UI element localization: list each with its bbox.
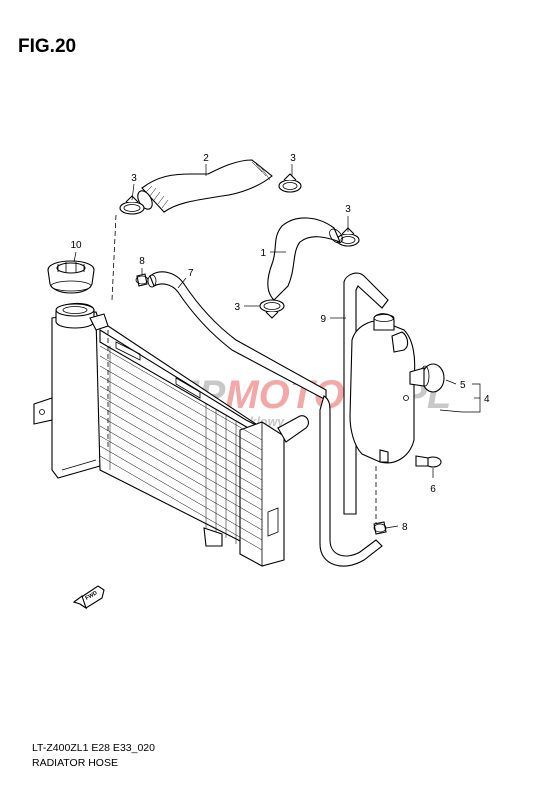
section-name: RADIATOR HOSE: [32, 757, 118, 769]
callout-8-lower: 8: [402, 522, 408, 533]
callout-4: 4: [484, 394, 490, 405]
radiator-cap: [47, 260, 95, 294]
clip-8-upper: [135, 273, 149, 287]
fwd-arrow-icon: FWD: [72, 585, 105, 610]
hose-2: [137, 159, 273, 213]
callout-3-mid-right: 3: [345, 204, 351, 215]
callout-9: 9: [320, 314, 326, 325]
callout-7: 7: [188, 268, 194, 279]
callout-3-upper-right: 3: [290, 153, 296, 164]
clamp-3-lower: [259, 299, 285, 319]
reservoir-cap: [409, 363, 445, 393]
reservoir-tank: [349, 313, 416, 464]
leader-lines: [73, 164, 481, 529]
clamp-3-upper-right: [278, 173, 302, 193]
callout-2: 2: [203, 153, 209, 164]
clip-8-lower: [373, 521, 387, 535]
radiator: [33, 302, 309, 567]
model-code: LT-Z400ZL1 E28 E33_020: [32, 742, 155, 754]
callout-1: 1: [260, 248, 266, 259]
callout-6: 6: [430, 484, 436, 495]
callout-10: 10: [70, 240, 82, 251]
callout-3-upper-left: 3: [131, 173, 137, 184]
fwd-label: FWD: [85, 590, 99, 601]
callouts: 2 3 3 3 1 3 10 8 7 9 5 4 6 8: [70, 153, 490, 533]
callout-8-upper: 8: [139, 256, 145, 267]
figure-title: FIG.20: [18, 36, 77, 57]
bolt: [415, 455, 442, 468]
callout-5: 5: [460, 380, 466, 391]
callout-3-lower: 3: [234, 302, 240, 313]
hose-1: [267, 217, 343, 301]
